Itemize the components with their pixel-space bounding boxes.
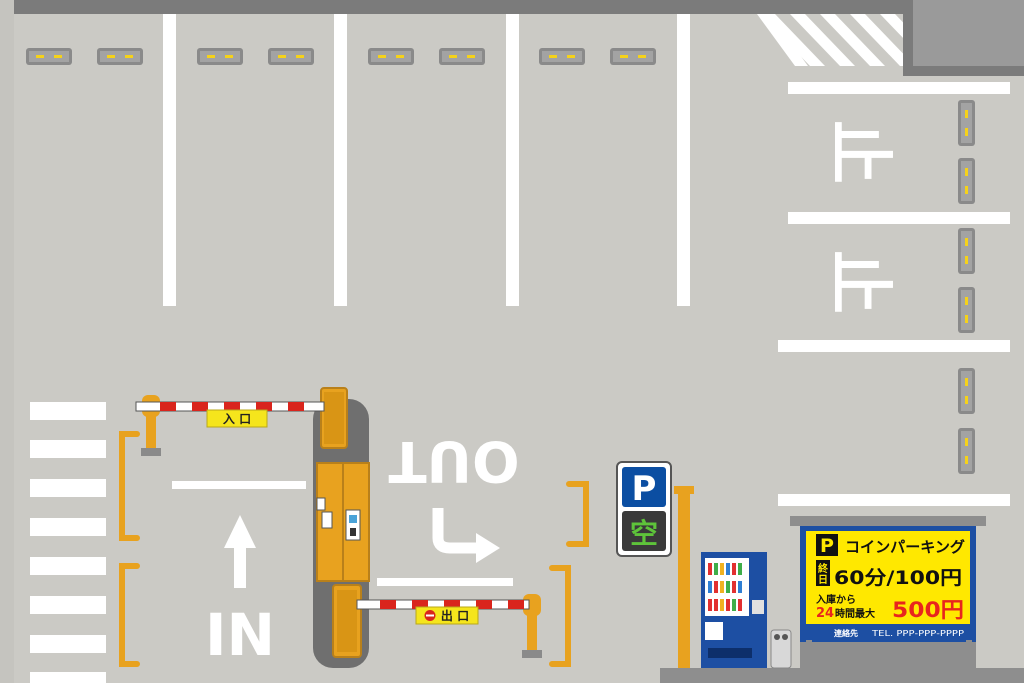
parking-stall-lines: [163, 14, 690, 306]
trash-bin: [770, 629, 792, 669]
entrance-label: 入 口: [223, 412, 251, 426]
wheel-stop: [268, 48, 314, 65]
allday-label-1: 終: [818, 562, 829, 575]
billboard-rate: 60分/100円: [834, 567, 962, 589]
right-stall-lines: [778, 82, 1010, 506]
in-stop-line: [172, 481, 306, 489]
corner-wall-bottom: [903, 66, 1024, 76]
wheel-stops-right: [958, 100, 975, 474]
parking-sign: [616, 461, 672, 557]
vending-machine: [701, 552, 767, 668]
exit-label: 出 口: [441, 608, 469, 623]
corner-wall-left: [903, 14, 913, 66]
exit-ticket-machine: [332, 584, 362, 658]
wheel-stop: [539, 48, 585, 65]
billboard-p: P: [820, 535, 834, 557]
out-turn-arrow: [432, 508, 500, 563]
in-arrow-marking: [224, 515, 256, 588]
in-text-marking: IN: [205, 601, 275, 669]
entrance-gate: [135, 395, 325, 456]
drink-display: [708, 563, 742, 611]
billboard-title: コインパーキング: [845, 538, 965, 556]
contact-tel: TEL. PPP‑PPP‑PPPP: [871, 629, 964, 638]
entrance-label-plate: [206, 409, 268, 428]
wheel-stop: [97, 48, 143, 65]
left-edge: [0, 0, 14, 683]
wheel-stop: [197, 48, 243, 65]
bottom-wall: [660, 668, 1024, 683]
wheel-stop: [26, 48, 72, 65]
wheel-stop: [610, 48, 656, 65]
payment-machine: [316, 462, 370, 582]
stop-kanji-marking: 止: [822, 120, 896, 184]
out-text-marking: OUT: [388, 428, 519, 493]
max-label-2: 時間最大: [835, 607, 875, 620]
hatched-zone: [757, 14, 903, 66]
max-label-1: 入庫から: [816, 593, 856, 606]
wheel-stop: [439, 48, 485, 65]
entrance-ticket-machine: [320, 387, 348, 449]
wheel-stop: [368, 48, 414, 65]
exit-gate: [356, 594, 542, 658]
max-price: 500円: [892, 598, 964, 622]
corner-building: [913, 0, 1024, 66]
lane-guard-brackets: [119, 431, 589, 667]
sign-pole: [674, 486, 694, 668]
top-wall: [0, 0, 1024, 14]
contact-label: 連絡先: [834, 628, 858, 638]
allday-label-2: 日: [818, 574, 828, 586]
billboard: [790, 516, 986, 668]
vacancy-status: 空: [630, 517, 658, 550]
wheel-stops-top: [26, 48, 656, 65]
max-hours: 24: [816, 606, 834, 621]
parking-sign-p: P: [632, 469, 657, 509]
out-stop-line: [377, 578, 513, 586]
crosswalk: [30, 402, 106, 683]
stop-kanji-marking-2: 止: [822, 250, 896, 314]
